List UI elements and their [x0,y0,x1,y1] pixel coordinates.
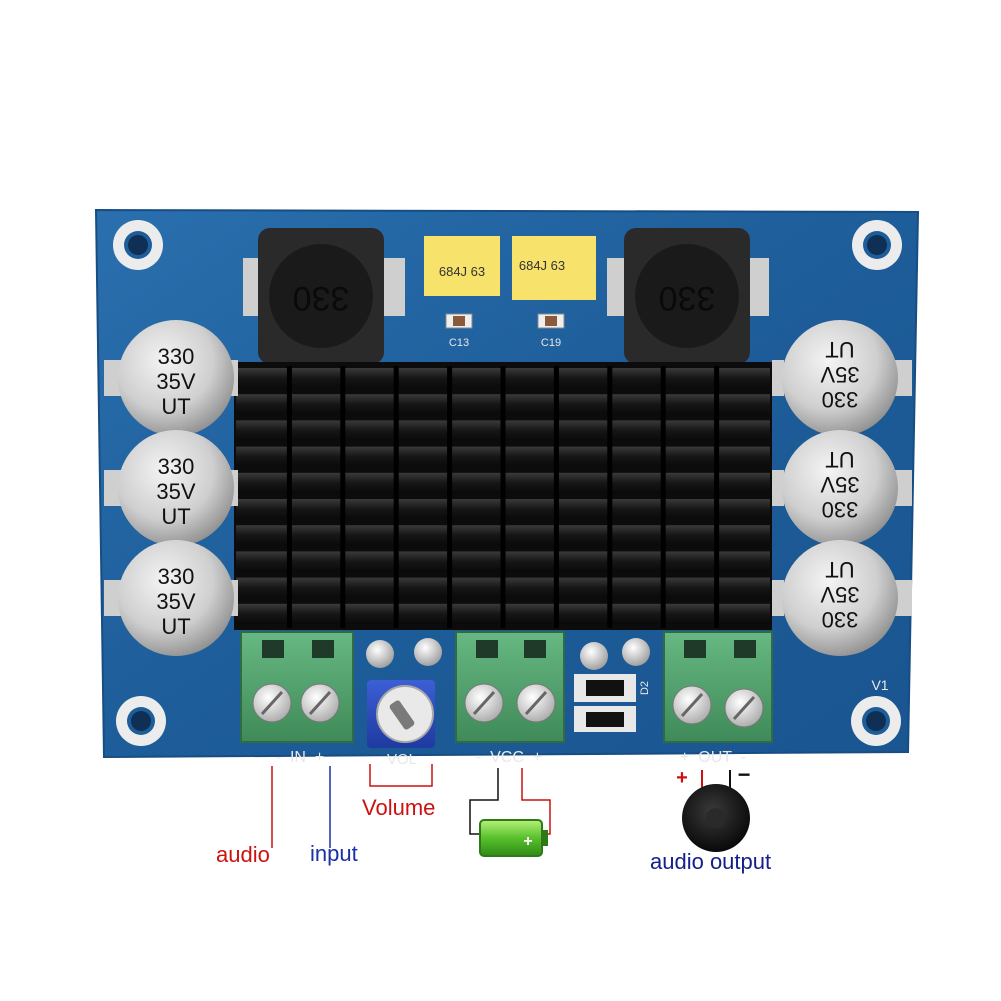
electrolytic-capacitor-right-2: 330 35V UT [772,430,912,546]
svg-text:UT: UT [161,504,190,529]
silk-label-out: + OUT - [680,749,746,766]
inductor-left: 330 [243,228,405,364]
svg-text:35V: 35V [820,362,859,387]
electrolytic-capacitor-left-2: 330 35V UT [104,430,238,546]
silk-label-vcc: - VCC + [476,749,542,766]
volume-potentiometer[interactable] [367,680,435,748]
smd-capacitor-c13: C13 [445,313,473,349]
electrolytic-capacitor-left-3: 330 35V UT [104,540,238,656]
terminal-block-vcc[interactable] [455,631,565,743]
diode-label: D2 [639,681,651,695]
svg-text:35V: 35V [156,479,195,504]
svg-text:UT: UT [161,614,190,639]
smd-capacitor-c19: C19 [537,313,565,349]
electrolytic-capacitor-right-1: 330 35V UT [772,320,912,436]
silk-label-in: - IN + [276,749,324,766]
svg-text:330: 330 [822,607,859,632]
svg-text:330: 330 [158,454,195,479]
battery-icon: + [479,819,548,857]
speaker-minus-sign: − [738,762,751,787]
inductor-right-marking: 330 [659,279,716,317]
svg-text:330: 330 [158,344,195,369]
svg-text:+: + [523,833,532,850]
inductor-left-marking: 330 [293,279,350,317]
electrolytic-capacitor-right-3: 330 35V UT [772,540,912,656]
svg-text:330: 330 [158,564,195,589]
mounting-hole-top-left [113,220,163,270]
label-input: input [310,841,358,866]
svg-text:330: 330 [822,497,859,522]
terminal-block-output[interactable] [663,631,773,743]
svg-text:35V: 35V [156,369,195,394]
svg-text:UT: UT [825,557,854,582]
inductor-right: 330 [607,228,769,364]
speaker-plus-sign: + [676,767,688,789]
mounting-hole-bottom-right [851,696,901,746]
label-audio: audio [216,842,270,867]
mounting-hole-top-right [852,220,902,270]
film-capacitor-right-marking: 684J 63 [519,258,565,273]
mounting-hole-bottom-left [116,696,166,746]
speaker-icon: + − [676,762,750,852]
svg-text:UT: UT [825,447,854,472]
electrolytic-capacitor-left-1: 330 35V UT [104,320,238,436]
svg-text:35V: 35V [820,582,859,607]
svg-text:UT: UT [161,394,190,419]
svg-text:330: 330 [822,387,859,412]
smd-label-c19: C19 [541,337,561,349]
small-capacitors [366,638,650,670]
silk-label-version: V1 [871,677,888,693]
heatsink [234,362,772,630]
film-capacitor-left-marking: 684J 63 [439,264,485,279]
silk-label-vol: VOL [387,751,417,768]
film-capacitor-left: 684J 63 [424,236,500,296]
svg-text:35V: 35V [820,472,859,497]
svg-text:UT: UT [825,337,854,362]
label-audio-output: audio output [650,849,772,874]
terminal-block-input[interactable] [240,631,354,743]
diodes: D2 [574,674,651,732]
film-capacitor-right: 684J 63 [512,236,596,300]
svg-text:35V: 35V [156,589,195,614]
label-volume: Volume [362,795,436,820]
smd-label-c13: C13 [449,337,469,349]
mounting-holes [113,220,902,746]
